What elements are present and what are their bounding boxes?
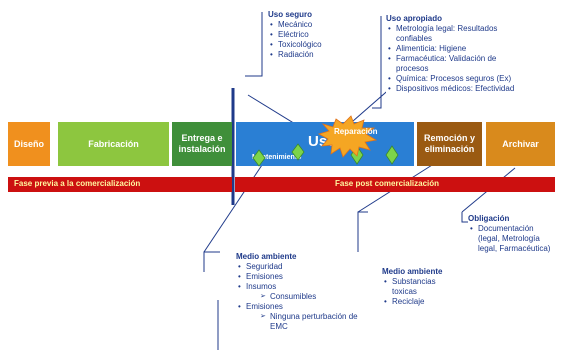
stage-fabricacion: Fabricación <box>58 122 169 166</box>
phase-post-label: Fase post comercialización <box>335 179 440 188</box>
diamond-marker-1 <box>252 149 266 167</box>
uso-apropiado-item: Alimenticia: Higiene <box>386 44 546 54</box>
medio-ambiente-1-subitem: Ninguna perturbación de EMC <box>236 312 360 332</box>
reparacion-burst <box>317 115 378 158</box>
medio-ambiente-2-box: Medio ambiente Substancias toxicas Recic… <box>382 267 472 307</box>
medio-ambiente-1-box: Medio ambiente Seguridad Emisiones Insum… <box>236 252 361 332</box>
phase-previa-label: Fase previa a la comercialización <box>14 179 141 188</box>
medio-ambiente-2-item: Substancias toxicas <box>382 277 462 297</box>
reparacion-label: Reparación <box>334 127 378 136</box>
medio-ambiente-1-item: Seguridad <box>236 262 361 272</box>
uso-apropiado-item: Metrología legal: Resultados confiables <box>386 24 521 44</box>
obligacion-leader <box>461 212 468 223</box>
medio-ambiente-1-item: Emisiones <box>236 272 361 282</box>
diamond-marker-4 <box>385 145 399 165</box>
phase-post-bar: Fase post comercialización <box>235 177 555 192</box>
uso-apropiado-item: Farmacéutica: Validación de procesos <box>386 54 521 74</box>
diamond-marker-2 <box>291 143 305 161</box>
medio-ambiente-1-subitem: Consumibles <box>236 292 361 302</box>
uso-apropiado-leader <box>372 16 382 109</box>
uso-apropiado-item: Dispositivos médicos: Efectividad <box>386 84 546 94</box>
uso-seguro-item: Toxicológico <box>268 40 348 50</box>
uso-seguro-item: Eléctrico <box>268 30 348 40</box>
medio-ambiente-2-item: Reciclaje <box>382 297 472 307</box>
obligacion-box: Obligación Documentación (legal, Metrolo… <box>468 214 556 254</box>
stage-remocion: Remoción y eliminación <box>417 122 482 166</box>
uso-apropiado-title: Uso apropiado <box>386 14 443 23</box>
stage-diseno: Diseño <box>8 122 50 166</box>
stage-mantenimiento-label: Mantenimiento <box>252 154 302 161</box>
uso-seguro-item: Radiación <box>268 50 348 60</box>
stage-entrega: Entrega e instalación <box>172 122 232 166</box>
medio-ambiente-1-item: Emisiones <box>236 302 361 312</box>
obligacion-item: Documentación (legal, Metrología legal, … <box>468 224 556 254</box>
medio-ambiente-1-item: Insumos <box>236 282 361 292</box>
stage-archivar: Archivar <box>486 122 555 166</box>
medio-ambiente-2-title: Medio ambiente <box>382 267 443 276</box>
uso-apropiado-box: Uso apropiado Metrología legal: Resultad… <box>386 14 546 94</box>
uso-seguro-leader <box>245 12 263 77</box>
uso-apropiado-item: Química: Procesos seguros (Ex) <box>386 74 546 84</box>
obligacion-title: Obligación <box>468 214 510 223</box>
phase-previa-bar: Fase previa a la comercialización <box>8 177 232 192</box>
medio-ambiente-1-title: Medio ambiente <box>236 252 297 261</box>
uso-seguro-title: Uso seguro <box>268 10 313 19</box>
uso-seguro-item: Mecánico <box>268 20 348 30</box>
uso-seguro-box: Uso seguro Mecánico Eléctrico Toxicológi… <box>268 10 348 60</box>
